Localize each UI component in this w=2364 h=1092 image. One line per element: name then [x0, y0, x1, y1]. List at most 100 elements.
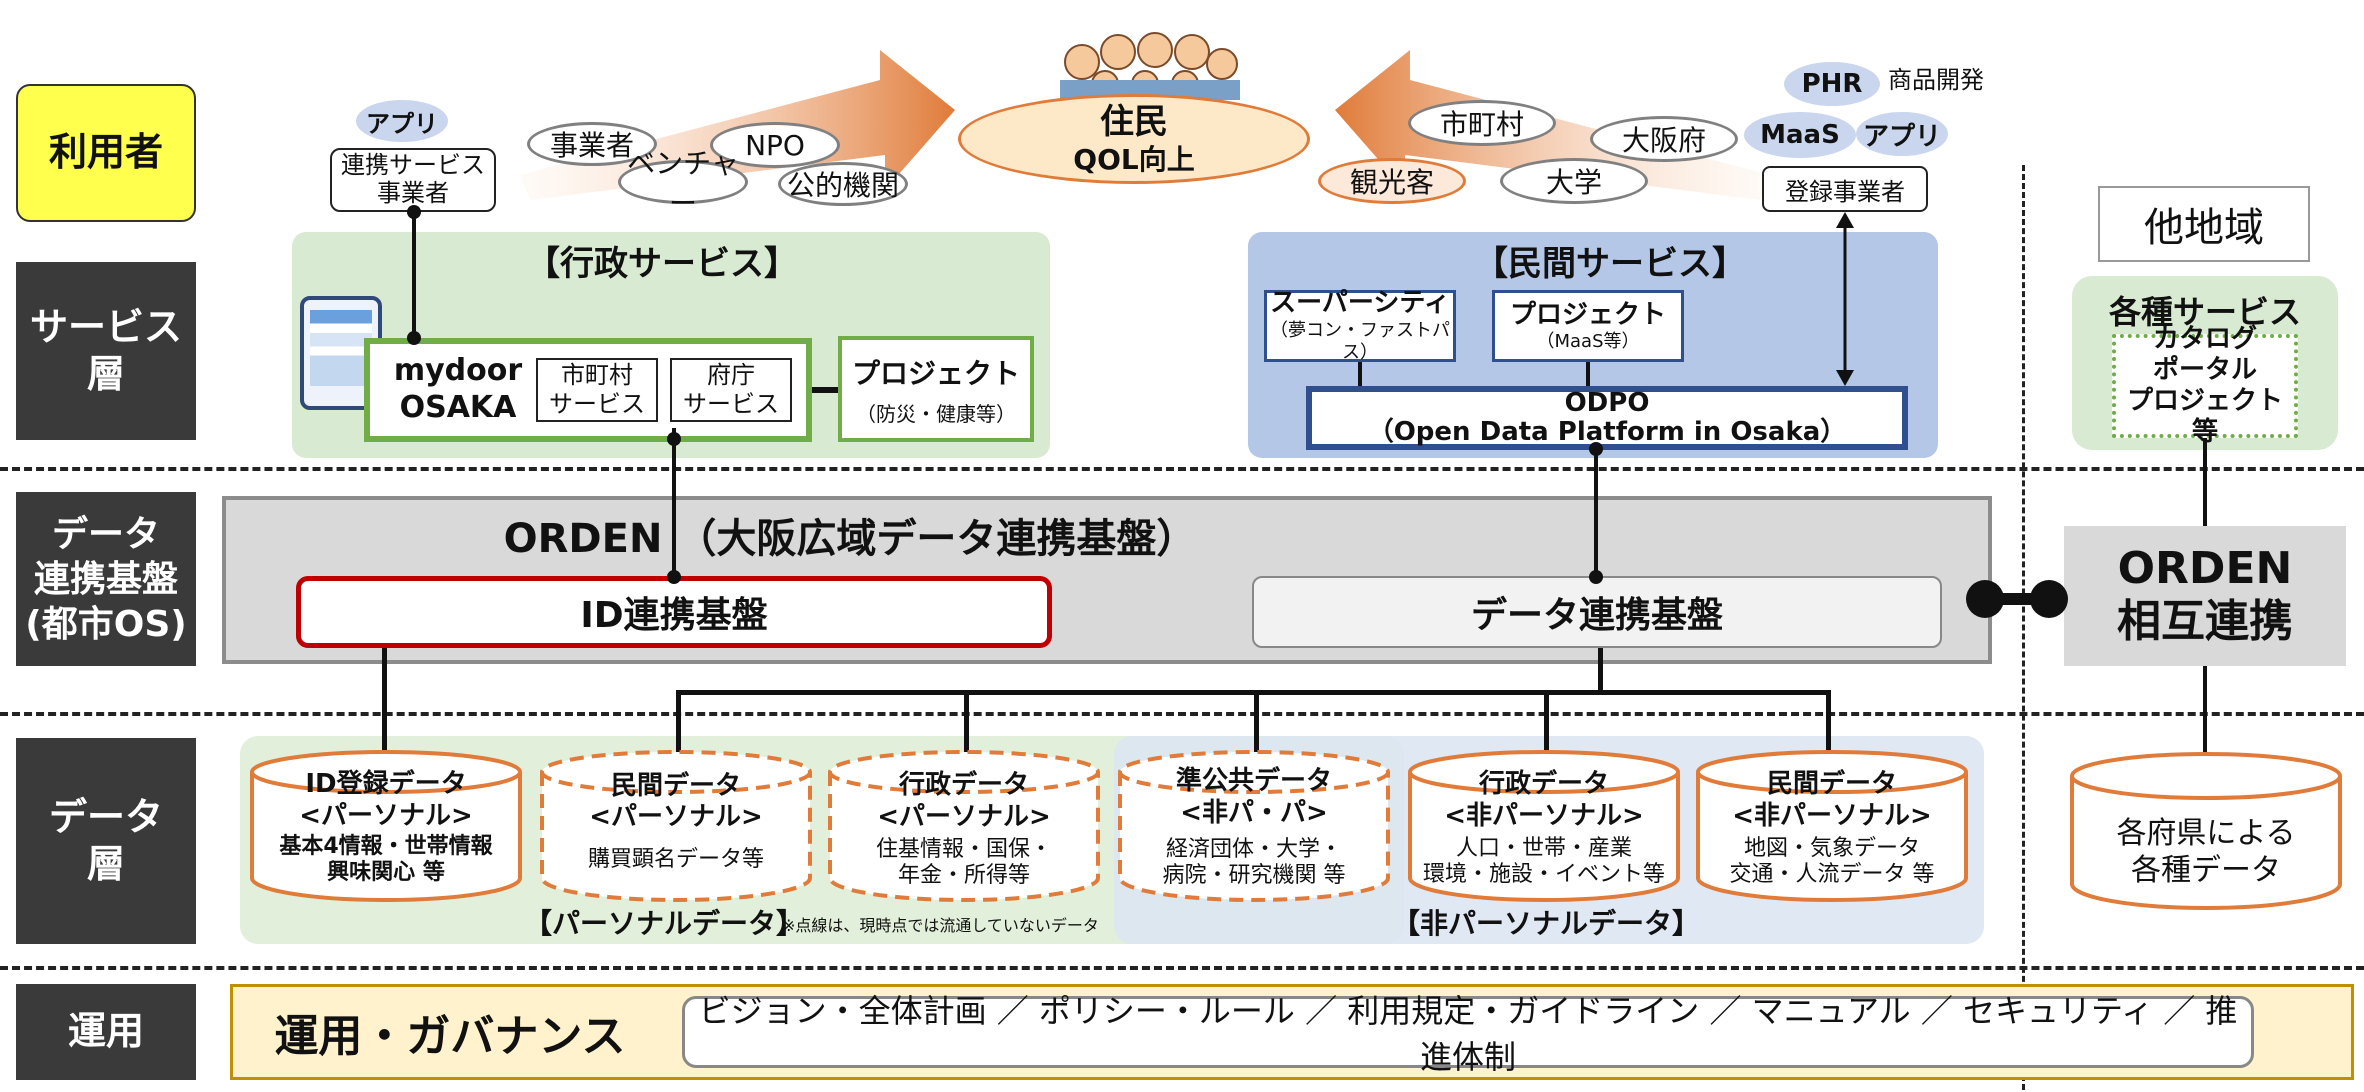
drop-cyl5 [1544, 690, 1549, 756]
pref-data-cylinder [2070, 752, 2342, 910]
residents-oval: 住民 QOL向上 [958, 94, 1310, 184]
residents-illustration [1060, 32, 1240, 100]
oval-municipality: 市町村 [1408, 100, 1556, 146]
supercity-title: スーパーシティ [1270, 288, 1450, 319]
oval-osaka-pref: 大阪府 [1590, 116, 1738, 162]
cyl-gov-personal: 行政データ <パーソナル> 住基情報・国保・ 年金・所得等 [830, 760, 1098, 900]
cyl6-desc: 地図・気象データ 交通・人流データ 等 [1729, 835, 1935, 888]
prefectural-service: 府庁 サービス [670, 358, 792, 422]
cyl1-desc: 基本4情報・世帯情報 興味関心 等 [279, 833, 493, 886]
cyl-id-registration: ID登録データ <パーソナル> 基本4情報・世帯情報 興味関心 等 [252, 758, 520, 898]
cylinder-1 [250, 750, 522, 902]
cylinder-3 [828, 750, 1100, 902]
connector-provider-mydoor [412, 212, 416, 338]
connector-project-odpo [1586, 362, 1590, 388]
orden-title: ORDEN （大阪広域データ連携基盤） [503, 516, 1197, 562]
personal-data-label: 【パーソナルデータ】 [524, 907, 805, 940]
oval-venture: ベンチャー [618, 147, 748, 220]
layer-label-data-link: データ 連携基盤 (都市OS) [16, 492, 196, 666]
cylinder-5 [1408, 750, 1680, 902]
badge-phr: PHR [1784, 62, 1880, 106]
cyl2-title: 民間データ <パーソナル> [589, 770, 763, 832]
app-badge-right: アプリ [1856, 112, 1948, 156]
cyl3-title: 行政データ <パーソナル> [877, 770, 1051, 832]
private-service-title: 【民間サービス】 [1474, 244, 1746, 284]
drop-cyl3 [964, 690, 969, 756]
cyl1-title: ID登録データ <パーソナル> [299, 769, 473, 831]
drop-cyl2 [676, 690, 681, 756]
connector-other-services [2203, 438, 2207, 526]
drop-cyl4 [1254, 690, 1259, 756]
divider-orden-data [0, 712, 2364, 716]
data-platform: データ連携基盤 [1252, 576, 1942, 648]
oval-tourist: 観光客 [1318, 158, 1466, 204]
private-project-sub: （MaaS等） [1536, 331, 1640, 352]
cyl4-title: 準公共データ <非パ・パ> [1175, 766, 1332, 828]
id-platform: ID連携基盤 [296, 576, 1052, 648]
connector-pref-id [672, 428, 676, 576]
registered-providers: 登録事業者 [1762, 166, 1928, 212]
nonpersonal-data-label: 【非パーソナルデータ】 [1392, 907, 1701, 940]
governance-items: ビジョン・全体計画 ／ ポリシー・ルール ／ 利用規定・ガイドライン ／ マニュ… [682, 992, 2254, 1076]
dot-data-platform [1589, 570, 1603, 584]
data-cylinders [250, 750, 1968, 902]
private-project-box: プロジェクト （MaaS等） [1492, 290, 1684, 362]
supercity-box: スーパーシティ （夢コン・ファストパス） [1264, 288, 1456, 364]
other-services-title: 各種サービス [2108, 293, 2301, 331]
badge-maas: MaaS [1744, 112, 1856, 158]
cylinder-6 [1696, 750, 1968, 902]
arrow-left-to-residents [520, 50, 955, 200]
odpo-title: ODPO [1564, 388, 1650, 419]
residents-sub: QOL向上 [1073, 142, 1195, 176]
residents-title: 住民 [1100, 101, 1168, 142]
divider-service-data [0, 467, 2364, 471]
dot-pref [667, 432, 681, 446]
oval-university: 大学 [1500, 158, 1648, 204]
cyl4-desc: 経済団体・大学・ 病院・研究機関 等 [1162, 836, 1346, 889]
layer-label-service: サービス 層 [16, 262, 196, 440]
odpo-sub: （Open Data Platform in Osaka） [1367, 417, 1847, 447]
gov-project-title: プロジェクト [851, 356, 1020, 390]
mydoor-osaka: mydoor OSAKA [393, 352, 523, 426]
divider-other-region [2022, 165, 2025, 1090]
oval-npo: NPO [710, 122, 840, 168]
oval-public-agency: 公的機関 [778, 162, 908, 206]
app-badge-left: アプリ [356, 100, 448, 142]
cyl3-desc: 住基情報・国保・ 年金・所得等 [875, 836, 1052, 889]
layer-label-users: 利用者 [16, 84, 196, 222]
other-services-items: カタログ ポータル プロジェクト等 [2112, 324, 2298, 447]
dot-odpo [1589, 442, 1603, 456]
private-project-title: プロジェクト [1509, 299, 1666, 330]
governance-title: 運用・ガバナンス [274, 1011, 626, 1062]
layer-label-ops: 運用 [16, 984, 196, 1080]
dashed-note: ※点線は、現時点では流通していないデータ [782, 916, 1099, 935]
cyl-gov-nonpersonal: 行政データ <非パーソナル> 人口・世帯・産業 環境・施設・イベント等 [1410, 758, 1678, 900]
cylinder-4 [1118, 750, 1390, 902]
connector-supercity-odpo [1358, 362, 1362, 388]
cyl-private-personal: 民間データ <パーソナル> 購買顕名データ等 [542, 762, 810, 882]
other-region-label: 他地域 [2098, 186, 2310, 262]
drop-cyl6 [1826, 690, 1831, 756]
gov-project-sub: （防災・健康等） [856, 401, 1016, 426]
double-arrow-registered-odpo [1836, 212, 1854, 386]
linked-service-provider: 連携サービス 事業者 [330, 148, 496, 212]
product-dev-label: 商品開発 [1888, 66, 1984, 94]
cylinder-2 [540, 750, 812, 902]
cyl-semi-public: 準公共データ <非パ・パ> 経済団体・大学・ 病院・研究機関 等 [1120, 756, 1388, 900]
connector-interconnect-data [2203, 666, 2207, 752]
dot-mydoor [407, 331, 421, 345]
gov-project-box: プロジェクト （防災・健康等） [838, 336, 1034, 442]
orden-interconnect: ORDEN 相互連携 [2064, 526, 2346, 666]
connector-data-bus [1598, 648, 1603, 692]
municipal-service: 市町村 サービス [536, 358, 658, 422]
connector-odpo-data [1594, 450, 1598, 576]
link-node-right [2030, 580, 2068, 618]
odpo-box: ODPO （Open Data Platform in Osaka） [1306, 386, 1908, 450]
cyl5-desc: 人口・世帯・産業 環境・施設・イベント等 [1422, 835, 1665, 888]
connector-id-cyl1 [382, 648, 387, 756]
cyl2-desc: 購買顕名データ等 [587, 846, 764, 872]
pref-data-label: 各府県による 各種データ [2116, 815, 2296, 889]
cyl6-title: 民間データ <非パーソナル> [1732, 769, 1932, 831]
supercity-sub: （夢コン・ファストパス） [1270, 319, 1450, 364]
layer-label-data: データ 層 [16, 738, 196, 944]
